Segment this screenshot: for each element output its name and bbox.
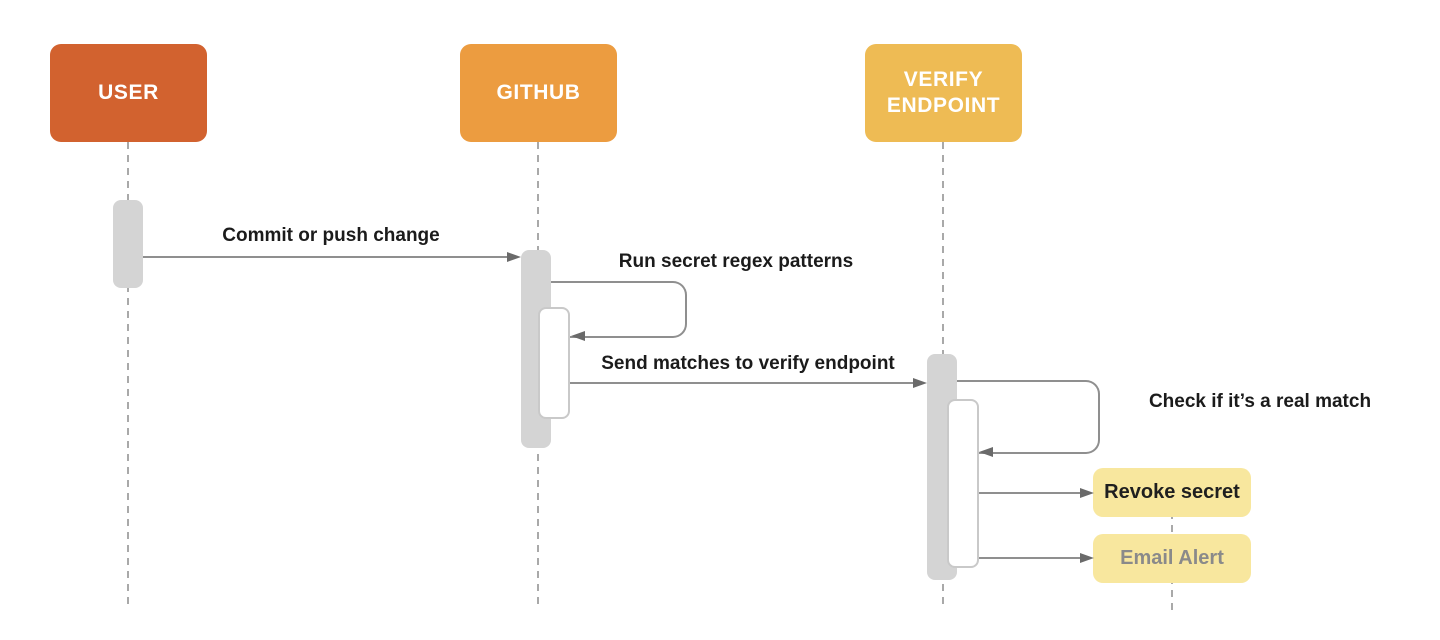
actor-label-github: GITHUB <box>496 80 581 104</box>
arrowhead-left-icon <box>571 331 585 341</box>
arrowhead-right-icon <box>913 378 927 388</box>
arrowhead-right-icon <box>507 252 521 262</box>
actor-box-verify-endpoint: VERIFY ENDPOINT <box>865 44 1022 142</box>
lifeline-user <box>127 142 129 604</box>
actor-label-verify-endpoint: VERIFY ENDPOINT <box>886 67 1001 117</box>
actor-label-user: USER <box>98 80 159 104</box>
arrowhead-right-icon <box>1080 488 1094 498</box>
message-label-run-regex: Run secret regex patterns <box>618 251 854 272</box>
self-loop-verify <box>957 380 1100 454</box>
note-box-email-alert: Email Alert <box>1093 534 1251 583</box>
actor-box-user: USER <box>50 44 207 142</box>
message-label-send-matches: Send matches to verify endpoint <box>601 353 895 374</box>
message-label-check-match: Check if it’s a real match <box>1148 391 1372 412</box>
activation-bar-user <box>113 200 143 288</box>
arrowhead-left-icon <box>979 447 993 457</box>
arrowhead-right-icon <box>1080 553 1094 563</box>
self-loop-github <box>551 281 687 338</box>
message-line-commit <box>143 256 509 258</box>
note-label-email-alert: Email Alert <box>1120 547 1224 569</box>
actor-box-github: GITHUB <box>460 44 617 142</box>
message-line-send-matches <box>556 382 915 384</box>
message-label-commit: Commit or push change <box>222 225 440 246</box>
nested-activation-github <box>538 307 570 419</box>
message-line-email <box>979 557 1082 559</box>
nested-activation-verify <box>947 399 979 568</box>
note-box-revoke-secret: Revoke secret <box>1093 468 1251 517</box>
note-label-revoke-secret: Revoke secret <box>1104 481 1240 503</box>
message-line-revoke <box>979 492 1082 494</box>
